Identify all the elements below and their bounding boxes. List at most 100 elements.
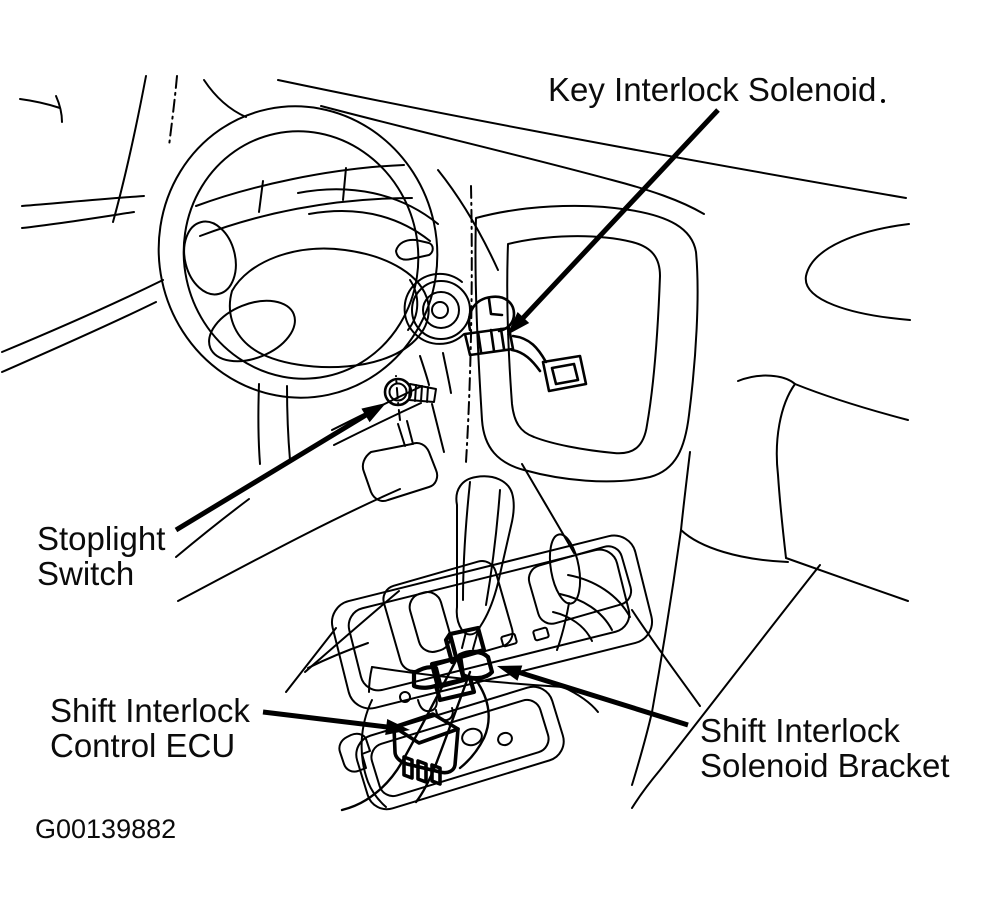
ecu-body — [392, 725, 460, 775]
cupholder-arc — [559, 593, 613, 631]
column-shroud-line — [257, 383, 261, 465]
figure-code: G00139882 — [35, 814, 177, 844]
ecu-connector-tooth — [416, 759, 428, 784]
stoplight-switch-part — [383, 352, 452, 453]
ignition-ring-mid — [422, 291, 460, 329]
solenoid-clamp-notch — [487, 297, 504, 317]
dash-vent-curve — [804, 223, 911, 321]
switch-head-inner — [388, 382, 408, 402]
leader-line — [517, 669, 689, 728]
glovebox-curve — [775, 383, 796, 559]
center-stack-outer — [474, 204, 699, 483]
cabin-structure — [1, 75, 911, 809]
callout-line: Shift Interlock — [700, 712, 900, 749]
ecu-leader-arrow — [262, 709, 410, 735]
shift-knob-contour — [462, 481, 471, 601]
leader-line — [174, 412, 368, 533]
ignition-ring-outer — [411, 280, 471, 340]
switch-threads — [414, 384, 429, 403]
solenoid-connector-inner — [550, 362, 580, 386]
pedal-arm — [397, 420, 414, 447]
stack-lower-line — [521, 463, 575, 554]
wire-harness — [414, 670, 472, 804]
console-side-line — [631, 564, 821, 809]
pedal-arm-centerline — [395, 375, 401, 421]
shift-gate-slot — [408, 591, 452, 653]
wheel-spoke — [195, 164, 405, 207]
tray-hole — [497, 731, 513, 747]
callout-shift-interlock-solenoid-bracket: Shift Interlock Solenoid Bracket — [700, 713, 949, 783]
shift-shaft — [461, 630, 479, 650]
callout-line: Shift Interlock — [50, 692, 250, 729]
ecu-connector-tooth — [402, 755, 414, 780]
storage-tray — [338, 685, 565, 811]
ignition-bezel-arc — [403, 272, 465, 345]
arrowhead — [507, 312, 530, 335]
key-interlock-solenoid-part — [463, 295, 588, 393]
knee-bolster-line — [175, 498, 250, 558]
door-frame-line — [168, 75, 178, 147]
ecu-part — [392, 712, 460, 786]
pedal-bracket-line — [442, 352, 452, 394]
wheel-spoke — [258, 180, 264, 213]
callout-shift-interlock-control-ecu: Shift Interlock Control ECU — [50, 693, 250, 763]
plate-screw-hole — [399, 691, 411, 703]
callout-line: Control ECU — [50, 727, 236, 764]
cupholder-arc — [567, 574, 631, 618]
callout-key-interlock-solenoid: Key Interlock Solenoid — [548, 71, 877, 108]
tray-inner — [370, 698, 550, 798]
parking-brake-shaft — [556, 602, 570, 651]
pedal-pad — [361, 442, 439, 502]
door-sill-line — [631, 609, 701, 707]
knee-bolster-line — [304, 590, 400, 673]
cluster-hood-line — [308, 210, 431, 242]
glovebox-curve — [737, 374, 909, 421]
leader-line — [262, 709, 388, 730]
pedal-bracket-line — [419, 355, 430, 386]
bracket-top-box — [447, 625, 487, 660]
wiper-stalk — [395, 238, 434, 261]
console-to-seat-line — [680, 529, 789, 563]
bracket-leader-arrow — [497, 665, 689, 728]
solenoid-body-ribs — [476, 327, 506, 354]
cluster-hood-line — [297, 188, 439, 225]
dash-seam-line — [320, 105, 705, 215]
wire-harness — [340, 653, 461, 812]
solenoid-cable — [510, 348, 542, 373]
console-body-line — [285, 627, 337, 693]
console-body-line — [307, 642, 369, 669]
solenoid-clamp — [467, 295, 516, 333]
console-top-outer — [330, 534, 654, 710]
leader-line — [521, 108, 720, 320]
console-top-inner — [347, 548, 631, 692]
wheel-rim-outer — [157, 105, 439, 399]
airbag-pad — [228, 247, 430, 369]
window-sill-line — [21, 211, 135, 229]
callout-stoplight-switch: Stoplight Switch — [37, 521, 165, 591]
center-stack — [474, 204, 789, 786]
parking-brake-grip — [548, 533, 582, 605]
dash-left-edge — [1, 301, 157, 373]
tray-hole — [461, 727, 483, 747]
instrument-cluster — [297, 169, 499, 271]
arrowhead — [361, 403, 386, 423]
key-interlock-leader-arrow — [507, 108, 720, 335]
arrowhead — [385, 719, 410, 735]
steering-column — [175, 185, 473, 673]
tray-outer — [355, 685, 565, 811]
stray-dot — [881, 99, 885, 103]
leader-arrows — [174, 108, 720, 735]
solenoid-cable — [511, 334, 548, 364]
column-shroud-line — [286, 385, 291, 461]
solenoid-body — [463, 326, 515, 357]
wheel-spoke — [199, 197, 413, 237]
parking-brake-lever — [548, 533, 582, 651]
knee-bolster-line — [177, 488, 401, 602]
corner-trim-line — [19, 98, 61, 109]
wheel-spoke — [342, 167, 347, 201]
console-right-edge — [631, 529, 682, 786]
solenoid-connector — [541, 354, 588, 393]
wheel-spoke-opening — [183, 220, 237, 296]
seat-edge-line — [785, 557, 909, 602]
